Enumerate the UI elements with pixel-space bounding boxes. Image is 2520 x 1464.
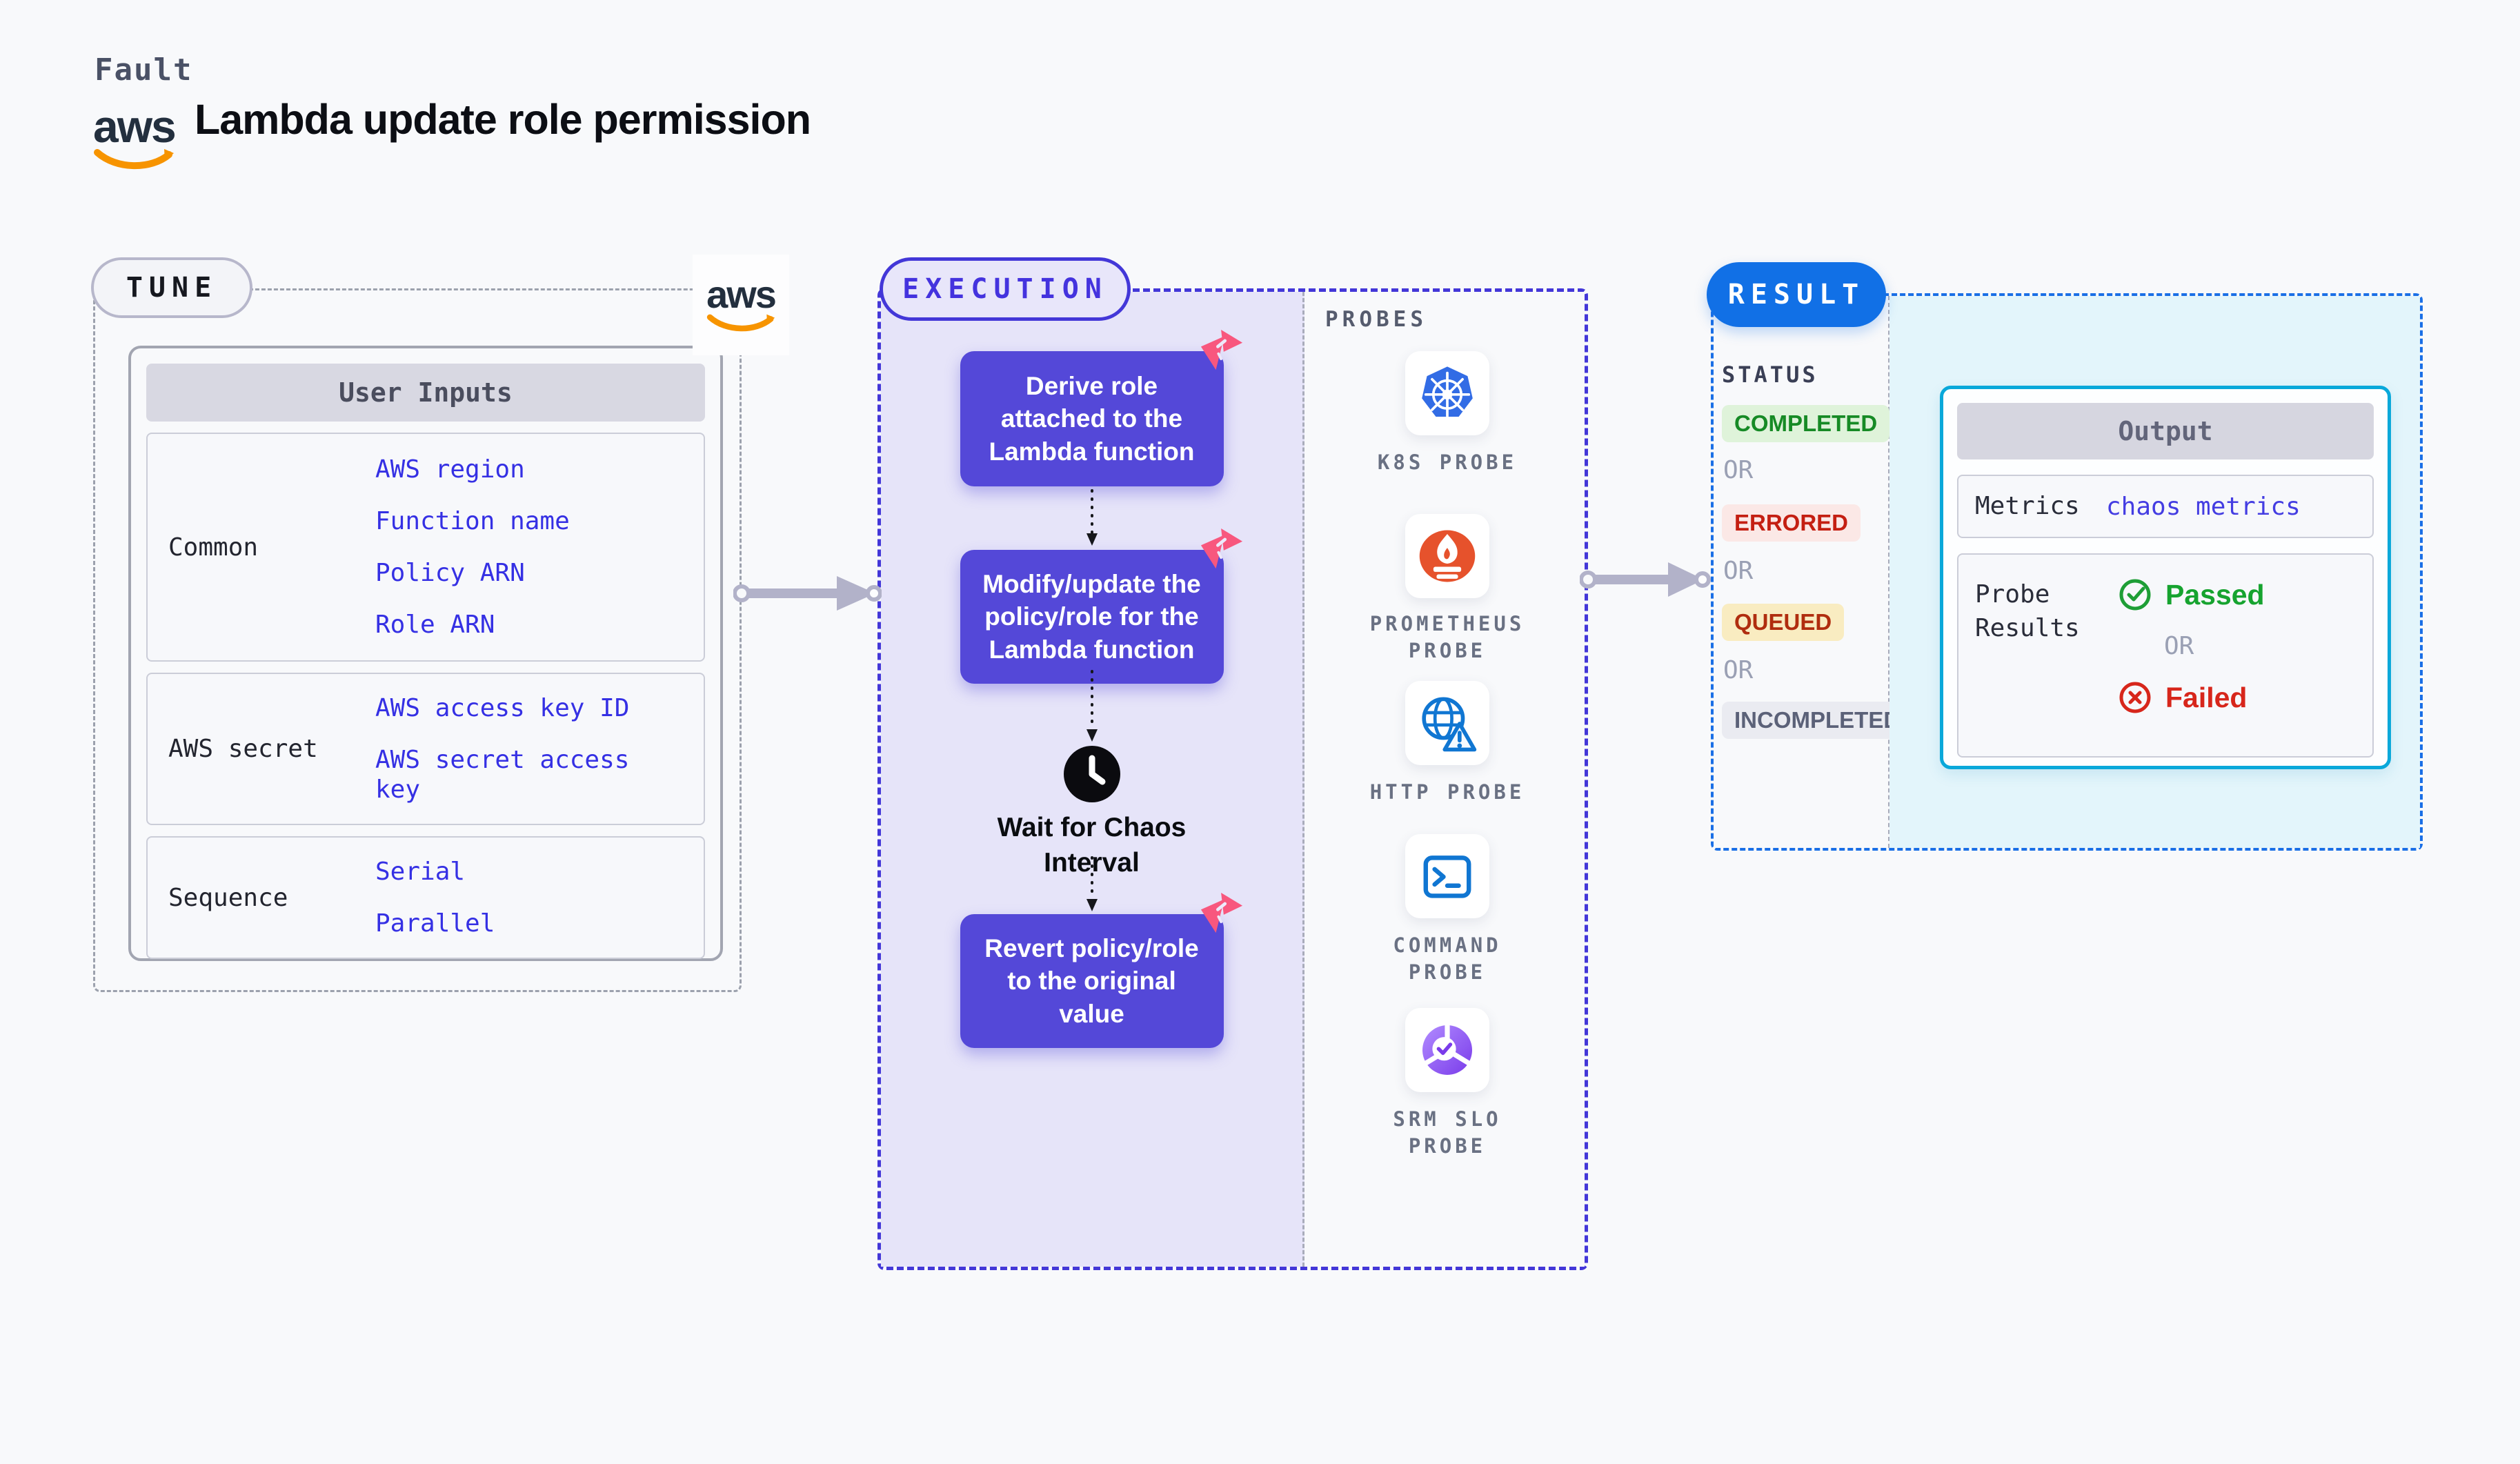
input-link[interactable]: Policy ARN (375, 559, 525, 587)
passed-label: Passed (2165, 578, 2265, 611)
table-row-aws-secret: AWS secret AWS access key ID AWS secret … (146, 673, 705, 825)
dotted-connector-icon (1086, 489, 1098, 546)
input-link[interactable]: AWS region (375, 455, 525, 484)
probe-results-label: Probe Results (1975, 580, 2080, 642)
tune-aws-corner-logo: aws (693, 255, 789, 355)
status-badge-completed: COMPLETED (1722, 405, 1890, 442)
prometheus-icon (1419, 530, 1476, 582)
user-inputs-card: User Inputs Common AWS region Function n… (128, 346, 723, 961)
flow-arrow-tune-to-execution (733, 576, 882, 611)
chaos-fault-icon (1200, 528, 1242, 569)
step-text: Derive role attached to the Lambda funct… (989, 371, 1195, 466)
input-link[interactable]: Function name (375, 507, 570, 535)
tune-badge: TUNE (91, 257, 252, 318)
aws-logo-text: aws (93, 101, 177, 152)
step-modify-policy: Modify/update the policy/role for the La… (960, 528, 1242, 684)
result-section: RESULT STATUS COMPLETED OR ERRORED OR QU… (1707, 262, 2423, 851)
step-derive-role: Derive role attached to the Lambda funct… (960, 329, 1242, 486)
probes-panel: PROBES K8S PROBE (1304, 292, 1585, 1267)
probe-label: K8S PROBE (1377, 451, 1518, 474)
execution-badge: EXECUTION (880, 257, 1131, 321)
input-link[interactable]: Parallel (375, 909, 495, 938)
row-links: Serial Parallel (375, 857, 644, 938)
status-badge-errored: ERRORED (1722, 504, 1861, 542)
aws-smile-icon (706, 314, 775, 332)
terminal-icon (1423, 855, 1471, 898)
table-row-sequence: Sequence Serial Parallel (146, 836, 705, 959)
status-title: STATUS (1722, 362, 1818, 388)
row-label: Common (168, 533, 259, 562)
wait-for-chaos-label: Wait for Chaos Interval (997, 813, 1187, 878)
row-label: Sequence (168, 883, 288, 912)
input-link[interactable]: Role ARN (375, 611, 495, 639)
execution-flow-panel: Derive role attached to the Lambda funct… (881, 292, 1304, 1267)
execution-section: EXECUTION Derive role attached to the La… (877, 257, 1588, 1270)
result-badge: RESULT (1707, 262, 1886, 327)
step-text: Modify/update the policy/role for the La… (982, 570, 1201, 664)
probe-label: PROMETHEUS PROBE (1369, 612, 1525, 663)
status-column: STATUS COMPLETED OR ERRORED OR QUEUED OR… (1714, 296, 1913, 848)
step-revert-policy: Revert policy/role to the original value (960, 892, 1242, 1049)
or-separator: OR (2164, 632, 2194, 660)
kubernetes-icon (1422, 366, 1473, 417)
output-card: Output Metrics chaos metrics Probe Resul… (1940, 386, 2391, 769)
x-circle-icon (2119, 682, 2151, 713)
chaos-metrics-link[interactable]: chaos metrics (2106, 492, 2301, 521)
user-inputs-header: User Inputs (146, 364, 705, 422)
chaos-fault-icon (1200, 892, 1242, 933)
srm-slo-probe-card (1405, 1008, 1489, 1092)
step-text: Revert policy/role to the original value (984, 934, 1199, 1028)
row-links: AWS region Function name Policy ARN Role… (375, 455, 644, 640)
input-link[interactable]: AWS access key ID (375, 694, 630, 722)
dotted-connector-icon (1086, 856, 1098, 911)
or-separator: OR (1723, 656, 1754, 684)
flow-arrow-probes-to-result (1580, 562, 1711, 597)
probe-label: COMMAND PROBE (1393, 933, 1502, 985)
tune-section: TUNE aws User Inputs Common AWS region F… (91, 255, 789, 992)
or-separator: OR (1723, 557, 1754, 585)
clock-icon (1063, 746, 1120, 802)
output-row-probe-results: Probe Results Passed OR (1957, 553, 2374, 758)
table-row-common: Common AWS region Function name Policy A… (146, 433, 705, 662)
output-header: Output (1957, 403, 2374, 459)
input-link[interactable]: Serial (375, 858, 466, 886)
row-links: AWS access key ID AWS secret access key (375, 693, 644, 804)
metrics-label: Metrics (1975, 491, 2080, 520)
chaos-fault-icon (1200, 329, 1242, 370)
probes-title: PROBES (1325, 307, 1427, 332)
result-output-panel: Output Metrics chaos metrics Probe Resul… (1889, 296, 2420, 848)
passed-line: Passed (2119, 578, 2265, 611)
dotted-connector-icon (1086, 670, 1098, 742)
probe-label: SRM SLO PROBE (1393, 1107, 1502, 1158)
prometheus-probe-card (1405, 514, 1489, 598)
command-probe-card (1405, 834, 1489, 918)
status-badge-queued: QUEUED (1722, 604, 1845, 641)
http-probe-card (1405, 681, 1489, 765)
page-title: Lambda update role permission (195, 96, 811, 143)
status-badge-incompleted: INCOMPLETED (1722, 702, 1913, 739)
srm-slo-icon (1422, 1024, 1472, 1075)
probe-results-values: Passed OR Failed (2106, 578, 2265, 714)
input-link[interactable]: AWS secret access key (375, 746, 630, 804)
or-separator: OR (1723, 456, 1754, 484)
aws-logo: aws (93, 101, 177, 172)
k8s-probe-card (1405, 351, 1489, 435)
check-circle-icon (2119, 579, 2151, 611)
aws-smile-icon (94, 149, 175, 170)
probe-label: HTTP PROBE (1369, 780, 1525, 804)
failed-label: Failed (2165, 681, 2248, 713)
http-globe-icon (1422, 697, 1477, 752)
output-row-metrics: Metrics chaos metrics (1957, 475, 2374, 538)
failed-line: Failed (2119, 681, 2265, 714)
aws-logo-text: aws (706, 273, 777, 316)
row-label: AWS secret (168, 735, 318, 763)
fault-category-label: Fault (95, 52, 193, 88)
